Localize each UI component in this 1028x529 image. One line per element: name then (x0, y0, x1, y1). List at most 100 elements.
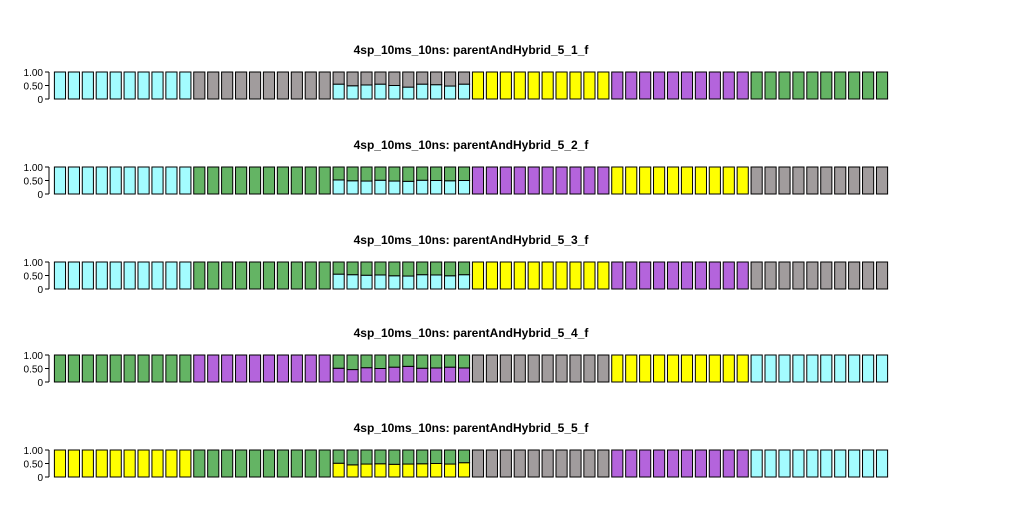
bar-segment-purple (666, 71, 680, 100)
bar-segment-purple (583, 166, 596, 195)
bar-segment-green (374, 166, 387, 181)
bar-segment-cyan (332, 179, 345, 195)
bar-segment-cyan (109, 71, 122, 100)
bar-segment-yellow (332, 462, 345, 478)
bar-segment-gray (750, 261, 763, 290)
bar-segment-cyan (430, 274, 443, 290)
bar-segment-green (207, 261, 220, 290)
bar-segment-green (221, 261, 234, 290)
bar-segment-green (248, 261, 262, 290)
bar-segment-yellow (653, 166, 666, 195)
bar-segment-cyan (806, 354, 819, 383)
bar-segment-gray (583, 354, 596, 383)
bar-segment-yellow (346, 464, 359, 478)
bar-segment-purple (694, 71, 707, 100)
bar-segment-cyan (792, 354, 805, 383)
bar-segment-purple (346, 369, 359, 383)
bar-segment-cyan (778, 354, 791, 383)
panel-title: 4sp_10ms_10ns: parentAndHybrid_5_4_f (354, 326, 590, 340)
bar-segment-purple (597, 166, 610, 195)
bar-segment-green (792, 71, 805, 100)
bar-segment-purple (221, 354, 234, 383)
bar-segment-yellow (583, 261, 596, 290)
bar-segment-green (276, 449, 289, 478)
bar-segment-gray (764, 261, 777, 290)
bar-segment-cyan (332, 273, 345, 290)
bar-segment-green (402, 261, 415, 277)
bar-segment-yellow (611, 354, 624, 383)
bar-segment-gray (820, 261, 833, 290)
bar-segment-cyan (388, 85, 401, 100)
bar-segment-yellow (513, 71, 526, 100)
bar-segment-purple (248, 354, 262, 383)
bar-segment-green (221, 166, 234, 195)
bar-segment-green (207, 449, 220, 478)
bar-segment-cyan (834, 449, 847, 478)
bar-segment-gray (221, 71, 234, 100)
bar-segment-gray (792, 166, 805, 195)
bar-segment-cyan (388, 275, 401, 290)
bar-segment-cyan (848, 354, 861, 383)
bar-segment-green (457, 261, 471, 276)
bar-segment-green (332, 166, 345, 181)
bar-segment-purple (318, 354, 331, 383)
bar-segment-yellow (53, 449, 67, 478)
bar-segment-yellow (708, 354, 721, 383)
bar-segment-green (430, 449, 443, 464)
bar-segment-gray (304, 71, 317, 100)
bar-segment-green (388, 261, 401, 277)
y-tick-label: 0 (37, 378, 43, 389)
bar-segment-yellow (123, 449, 136, 478)
bar-segment-cyan (360, 84, 373, 100)
bar-segment-cyan (151, 261, 164, 290)
structure-panel: 4sp_10ms_10ns: parentAndHybrid_5_3_f1.00… (24, 233, 889, 296)
bar-segment-purple (513, 166, 526, 195)
bar-segment-green (276, 166, 289, 195)
bar-segment-green (137, 354, 150, 383)
bar-segment-purple (374, 368, 387, 383)
bar-segment-yellow (666, 354, 680, 383)
bar-segment-gray (569, 354, 582, 383)
bar-segment-green (262, 449, 276, 478)
bar-segment-purple (722, 261, 735, 290)
bar-segment-yellow (611, 166, 624, 195)
bar-segment-gray (457, 71, 471, 85)
bar-segment-green (235, 166, 248, 195)
bar-segment-gray (541, 449, 554, 478)
y-tick-label: 1.00 (24, 163, 44, 174)
bar-segment-purple (708, 449, 721, 478)
bar-segment-yellow (736, 166, 749, 195)
bar-segment-purple (388, 366, 401, 383)
bar-segment-gray (597, 354, 610, 383)
bar-segment-gray (834, 166, 847, 195)
bar-segment-yellow (95, 449, 108, 478)
bar-segment-gray (416, 71, 429, 85)
bar-segment-cyan (834, 354, 847, 383)
bar-segment-purple (555, 166, 568, 195)
bar-segment-yellow (485, 71, 498, 100)
bar-segment-yellow (708, 166, 721, 195)
bar-segment-gray (207, 71, 220, 100)
bar-segment-green (262, 166, 276, 195)
bar-segment-yellow (722, 354, 735, 383)
bar-segment-cyan (346, 274, 359, 290)
bar-segment-purple (666, 449, 680, 478)
bar-segment-yellow (694, 354, 707, 383)
bar-segment-purple (611, 449, 624, 478)
bar-segment-gray (402, 71, 415, 88)
bar-segment-cyan (137, 261, 150, 290)
bar-segment-cyan (820, 354, 833, 383)
bar-segment-gray (848, 166, 861, 195)
y-tick-label: 0.50 (24, 82, 44, 93)
bar-segment-cyan (764, 354, 777, 383)
bar-segment-cyan (67, 261, 80, 290)
bar-segment-green (53, 354, 67, 383)
bar-segment-gray (597, 449, 610, 478)
bar-segment-gray (388, 71, 401, 86)
bar-segment-purple (457, 367, 471, 383)
bar-segment-yellow (680, 166, 694, 195)
bar-segment-cyan (179, 166, 192, 195)
bar-segment-cyan (53, 261, 67, 290)
bar-segment-green (235, 261, 248, 290)
